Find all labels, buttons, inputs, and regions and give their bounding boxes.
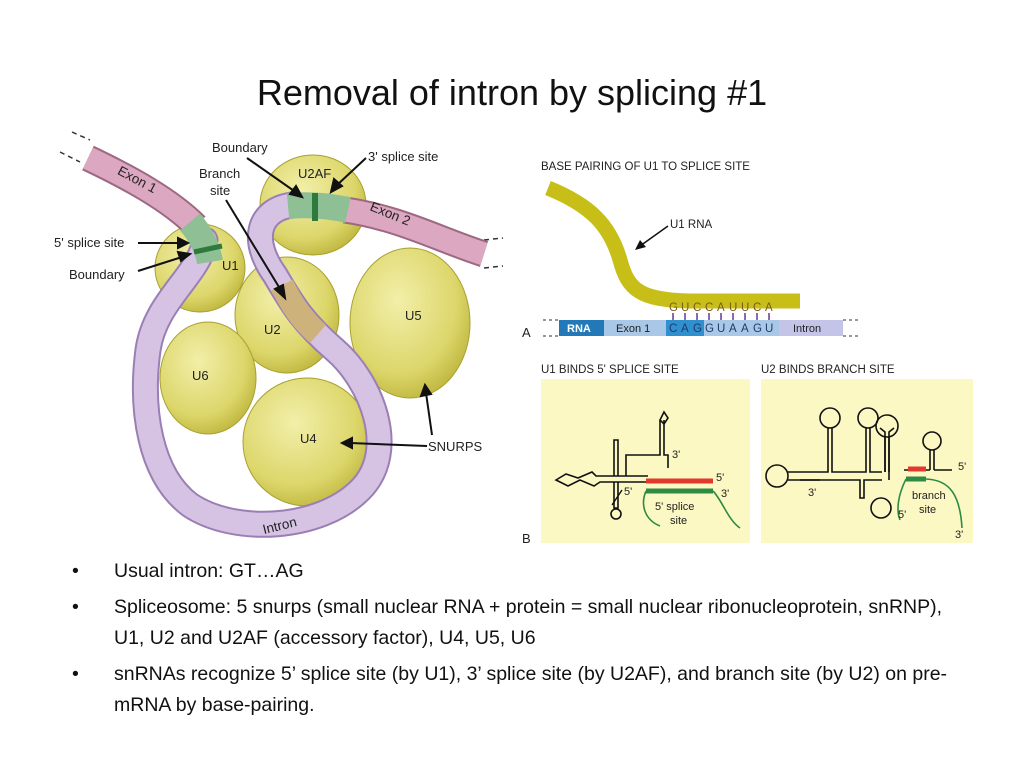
rna-box	[559, 320, 604, 336]
snurps-label: SNURPS	[428, 439, 483, 454]
u5-label: U5	[405, 308, 422, 323]
intron-box-label: Intron	[793, 323, 821, 335]
bullet-list: • Usual intron: GT…AG • Spliceosome: 5 snu…	[70, 556, 970, 726]
base-pairing-panel: BASE PAIRING OF U1 TO SPLICE SITE U1 RNA…	[522, 161, 860, 340]
u1-binds-panel	[541, 379, 750, 543]
binding-panels: U1 BINDS 5' SPLICE SITE U2 BINDS BRANCH …	[522, 364, 973, 546]
panel-a-letter: A	[522, 325, 531, 340]
bullet-item: • Spliceosome: 5 snurps (small nuclear RN…	[70, 592, 970, 654]
u2-binds-heading: U2 BINDS BRANCH SITE	[761, 364, 895, 376]
u1-base: A	[717, 302, 725, 314]
boundary-top-label: Boundary	[212, 140, 268, 155]
u2-5prime: 5'	[958, 461, 966, 473]
intron-base: U	[765, 323, 773, 335]
exon1-tube-fill	[83, 147, 205, 235]
slide-title: Removal of intron by splicing #1	[256, 72, 768, 113]
u1-base: A	[765, 302, 773, 314]
u2-mrna-strand	[897, 478, 963, 529]
u1-rna-arrow	[639, 225, 669, 247]
u1-base: C	[693, 302, 701, 314]
u1-label: U1	[222, 258, 239, 273]
callout-arrows	[137, 157, 433, 450]
exon-base: A	[681, 323, 689, 335]
u1-base: C	[705, 302, 713, 314]
intron-base: A	[741, 323, 749, 335]
bullet-symbol: •	[72, 560, 79, 582]
u1-base: U	[681, 302, 689, 314]
five-splice-site-band	[193, 243, 223, 255]
u2-label: U2	[264, 322, 281, 337]
u1-3prime-right: 3'	[721, 488, 729, 500]
exon1-box	[604, 320, 666, 336]
u2-top-loop-third	[875, 414, 899, 438]
u1-base: C	[753, 302, 761, 314]
intron-base: G	[705, 323, 714, 335]
splicing-figure: Exon 1 Exon 2 Intron U2AF U1 U2 U6 U5 U4…	[54, 131, 973, 546]
exon2-tube-fill	[343, 198, 488, 265]
u1-5prime-left: 5'	[624, 486, 632, 498]
u1-5prime-end	[611, 489, 623, 506]
intron-box	[779, 320, 843, 336]
u1-rna-label: U1 RNA	[670, 219, 713, 231]
exon1-dashed-end-top	[71, 131, 91, 141]
bullet-text: Spliceosome: 5 snurps (small nuclear RNA…	[114, 596, 943, 649]
rna-box-label: RNA	[567, 323, 591, 335]
spliceosome-diagram: Exon 1 Exon 2 Intron U2AF U1 U2 U6 U5 U4…	[54, 131, 504, 538]
u2-stem-third	[884, 437, 890, 480]
bullet-text: Usual intron: GT…AG	[114, 560, 304, 582]
bullet-item: • snRNAs recognize 5’ splice site (by U1)…	[70, 659, 970, 721]
u2-3prime-left: 3'	[808, 487, 816, 499]
intron-tube-fill	[133, 193, 391, 536]
mrna-sequence: C A G G U A A G U	[669, 323, 773, 335]
intron-base: A	[729, 323, 737, 335]
u2af-boundary-region	[286, 192, 351, 223]
u1-site-label-line1: 5' splice	[655, 501, 694, 513]
exon2-dashed-end-bottom	[483, 265, 504, 269]
exon1-dashed-end-bottom	[59, 151, 81, 163]
base-pair-ticks	[672, 313, 770, 321]
u1-binds-heading: U1 BINDS 5' SPLICE SITE	[541, 364, 679, 376]
u1-base: U	[729, 302, 737, 314]
u1-mrna-strand	[642, 490, 741, 529]
exon1-box-label: Exon 1	[616, 323, 650, 335]
intron-base: G	[753, 323, 762, 335]
u2-site-label-line1: branch	[912, 490, 946, 502]
intron-sequence-box	[704, 320, 779, 336]
exon-base: C	[669, 323, 677, 335]
u2-site-label-line2: site	[919, 504, 936, 516]
exon-sequence-box	[666, 320, 704, 336]
branch-site-label-line2: site	[210, 183, 230, 198]
u1-base: G	[669, 302, 678, 314]
u1-site-label-line2: site	[670, 515, 687, 527]
u2-3prime-bottom: 3'	[955, 529, 963, 541]
u2-binds-panel	[761, 379, 973, 543]
u6-label: U6	[192, 368, 209, 383]
u2af-label: U2AF	[298, 166, 331, 181]
exon-base: G	[693, 323, 702, 335]
u1-boundary-region	[179, 213, 223, 265]
base-pairing-heading: BASE PAIRING OF U1 TO SPLICE SITE	[541, 161, 750, 173]
bullet-symbol: •	[72, 596, 79, 618]
u1-rna-arrowhead	[635, 240, 646, 250]
boundary-left-label: Boundary	[69, 267, 125, 282]
five-splice-site-label: 5' splice site	[54, 235, 124, 250]
bullet-text: snRNAs recognize 5’ splice site (by U1),…	[114, 663, 948, 716]
u1-base: U	[741, 302, 749, 314]
u1-5prime-right: 5'	[716, 472, 724, 484]
branch-site-label-line1: Branch	[199, 166, 240, 181]
u1-sequence: G U C C A U U C A	[669, 302, 773, 314]
exon2-dashed-end-top	[483, 237, 504, 241]
intron-base: U	[717, 323, 725, 335]
bullet-item: • Usual intron: GT…AG	[70, 556, 970, 587]
u1-3prime-top: 3'	[672, 449, 680, 461]
three-splice-site-label: 3' splice site	[368, 149, 438, 164]
snurp-u5	[349, 247, 471, 399]
u1-rna-strand	[545, 181, 800, 309]
snurp-u6	[159, 321, 257, 435]
panel-b-letter: B	[522, 531, 531, 546]
u4-label: U4	[300, 431, 317, 446]
u2-5prime-bottom: 5'	[898, 509, 906, 521]
bullet-symbol: •	[72, 663, 79, 685]
